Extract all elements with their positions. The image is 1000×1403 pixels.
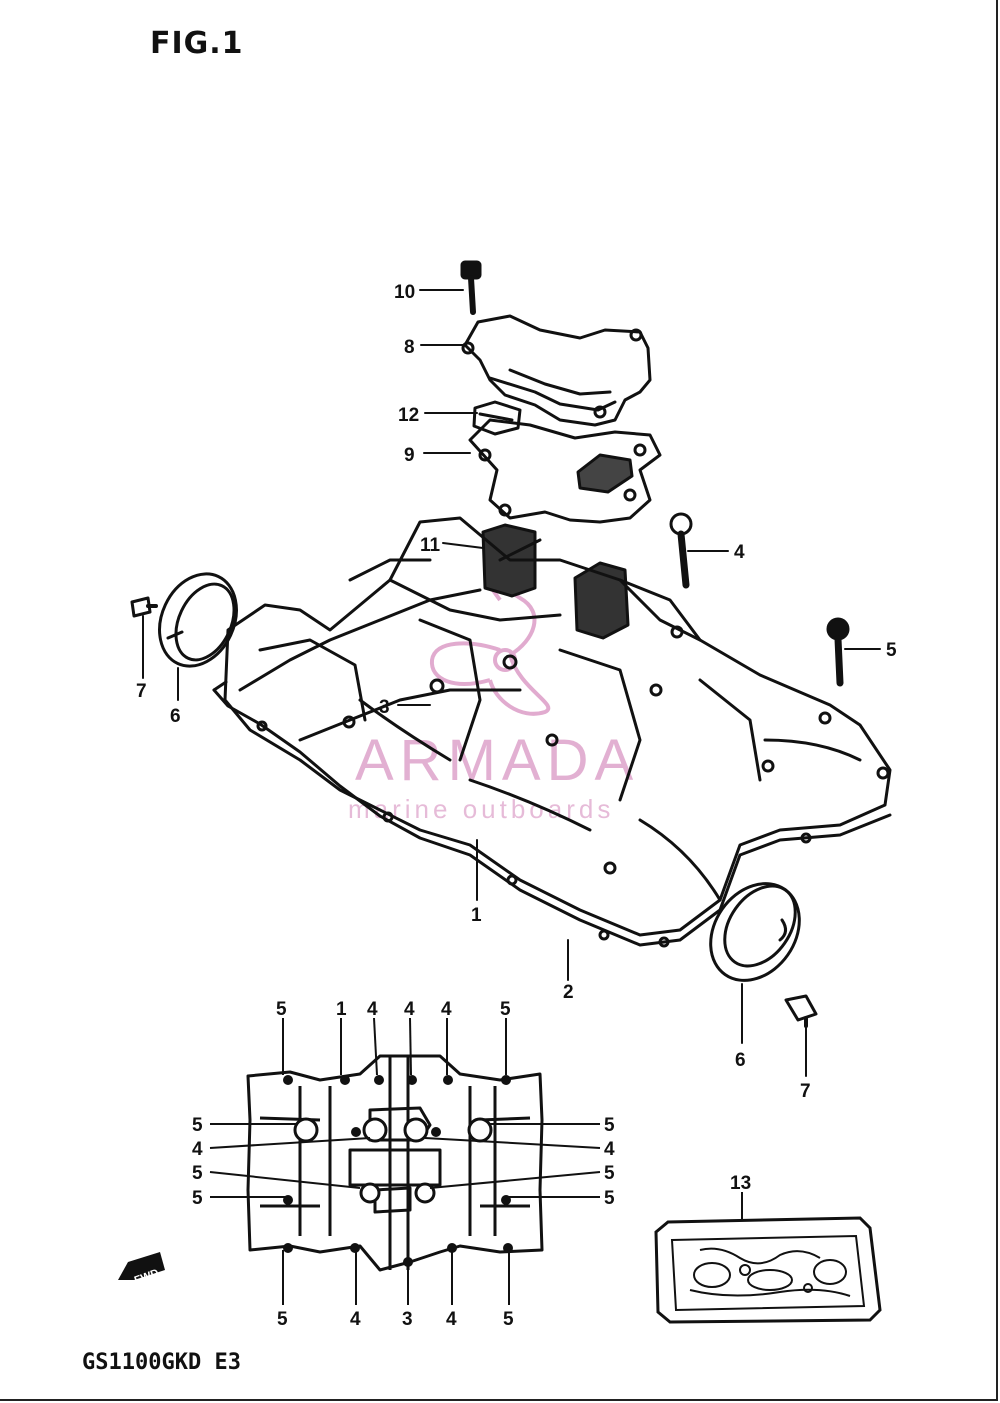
callout-6-right: 6: [735, 1050, 746, 1071]
figure-title: FIG.1: [150, 26, 244, 61]
filter-element-upper: [576, 453, 634, 494]
screw-7-left: [130, 596, 158, 618]
pattern-label: 5: [500, 999, 511, 1020]
callout-3: 3: [379, 697, 390, 718]
model-code: GS1100GKD E3: [82, 1350, 241, 1375]
pattern-label: 4: [367, 999, 378, 1020]
gasket-9: [468, 418, 662, 524]
pattern-top-labels: 5 1 4 4 4 5: [276, 999, 511, 1020]
pattern-label: 5: [192, 1115, 203, 1136]
pattern-label: 4: [604, 1139, 615, 1160]
pattern-label: 5: [503, 1309, 514, 1330]
pattern-label: 5: [192, 1163, 203, 1184]
pattern-bottom-labels: 5 4 3 4 5: [277, 1309, 514, 1330]
pattern-label: 5: [604, 1115, 615, 1136]
end-cap-6-left: [158, 572, 238, 668]
watermark-brand: ARMADA: [355, 728, 639, 793]
bolt-10: [460, 260, 482, 315]
pattern-label: 4: [404, 999, 415, 1020]
callout-1: 1: [471, 905, 482, 926]
pattern-label: 4: [446, 1309, 457, 1330]
pattern-label: 4: [441, 999, 452, 1020]
bolt-4-upper: [669, 512, 693, 589]
callout-6-left: 6: [170, 706, 181, 727]
callout-5: 5: [886, 640, 897, 661]
end-cap-6-right: [709, 882, 801, 982]
pattern-label: 5: [192, 1188, 203, 1209]
leader-lines: [142, 289, 881, 1077]
pattern-label: 5: [276, 999, 287, 1020]
callout-7-left: 7: [136, 681, 147, 702]
callout-8: 8: [404, 337, 415, 358]
pattern-label: 1: [336, 999, 347, 1020]
pattern-label: 3: [402, 1309, 413, 1330]
breather-cover-8: [461, 314, 652, 427]
callout-7-right: 7: [800, 1081, 811, 1102]
callout-11: 11: [420, 535, 441, 556]
callout-2: 2: [563, 982, 574, 1003]
callout-12: 12: [398, 405, 419, 426]
callout-9: 9: [404, 445, 415, 466]
screw-7-right: [784, 994, 818, 1028]
pattern-label: 4: [192, 1139, 203, 1160]
cover-gasket-2: [212, 680, 892, 948]
pattern-label: 5: [277, 1309, 288, 1330]
pattern-left-labels: 5 4 5 5: [192, 1115, 203, 1209]
watermark-logo: [429, 576, 551, 716]
pattern-label: 5: [604, 1163, 615, 1184]
tightening-pattern-view: [209, 1017, 601, 1305]
gasket-set-13: [654, 1192, 882, 1324]
forward-arrow-icon: [118, 1252, 165, 1280]
callout-13: 13: [730, 1173, 751, 1194]
callout-10: 10: [394, 282, 415, 303]
pattern-right-labels: 5 4 5 5: [604, 1115, 615, 1209]
callout-4: 4: [734, 542, 745, 563]
bolt-5-upper: [826, 617, 850, 687]
cylinder-head-cover-1: [223, 516, 892, 937]
pattern-label: 5: [604, 1188, 615, 1209]
pattern-label: 4: [350, 1309, 361, 1330]
